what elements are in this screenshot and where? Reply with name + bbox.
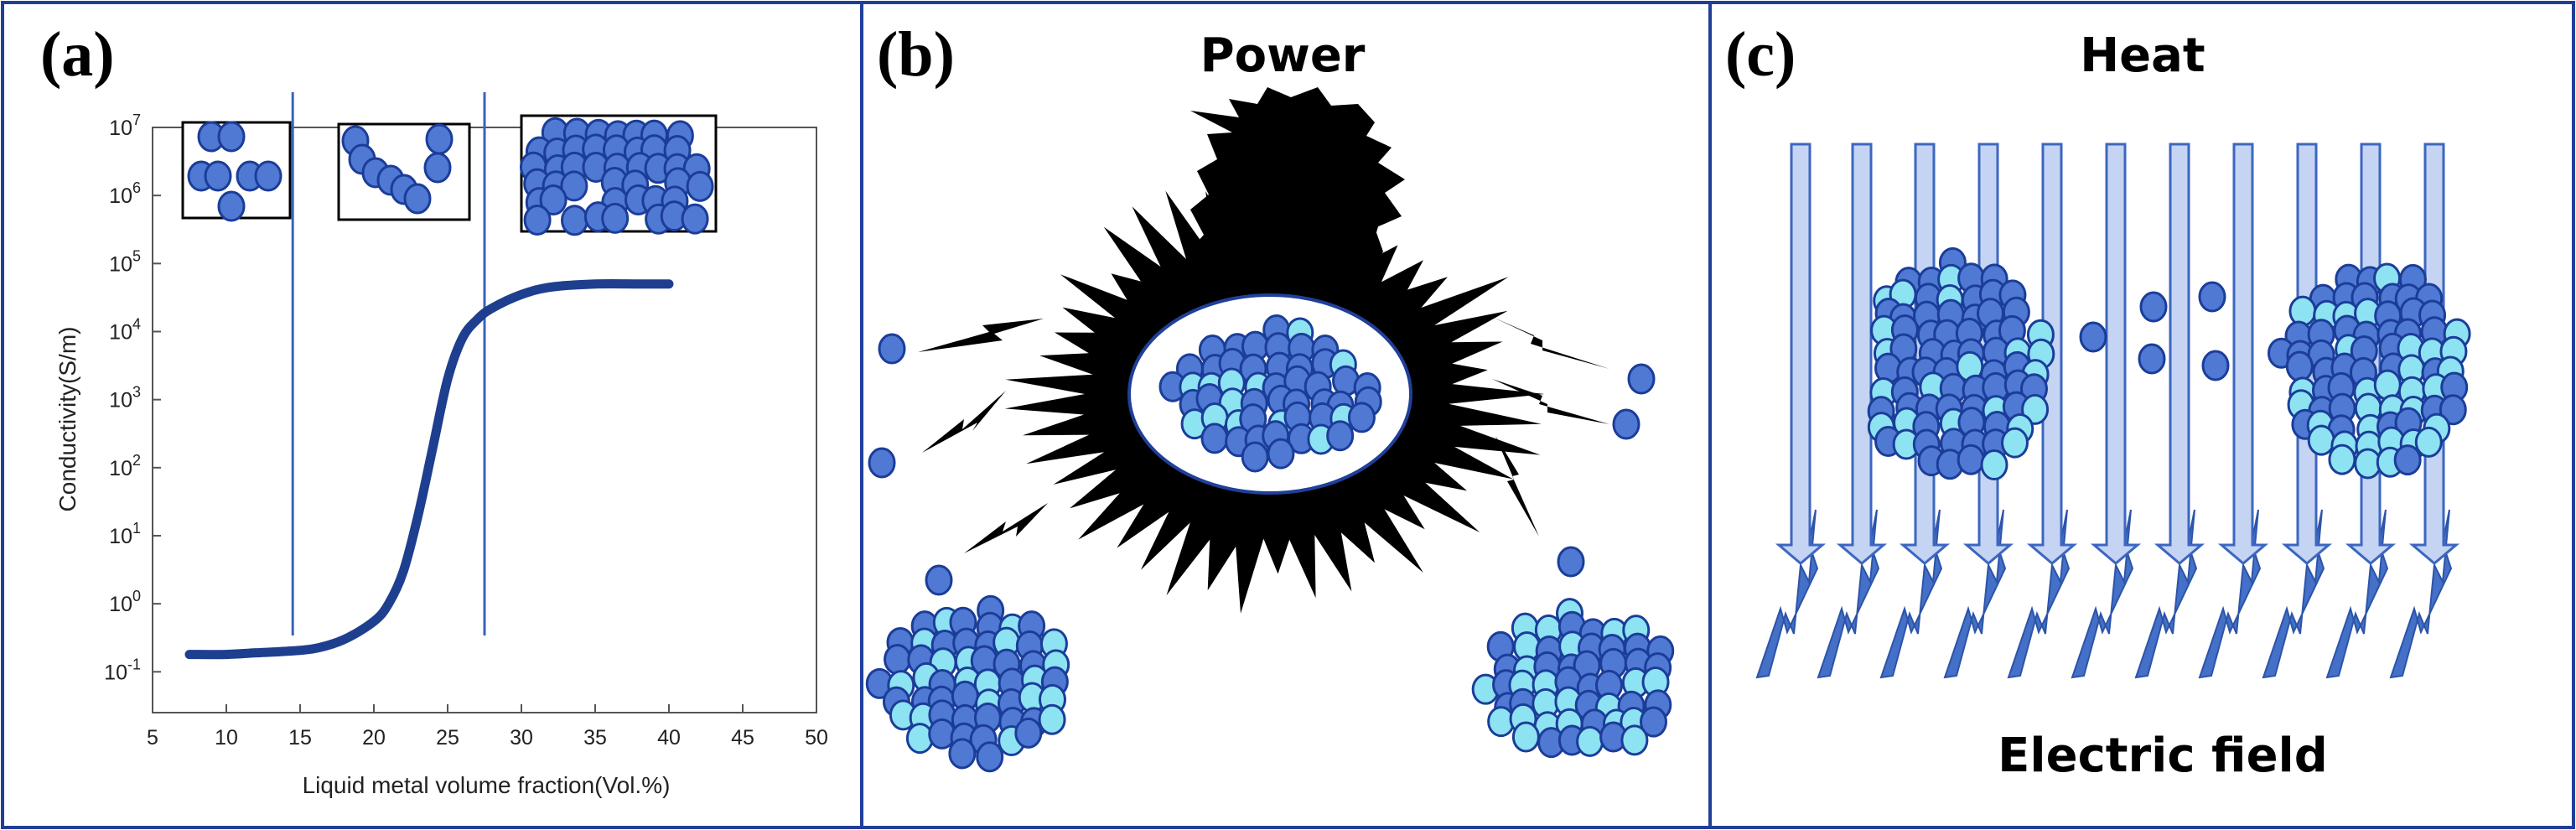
y-tick-label: 102 [109,452,141,480]
y-tick-base: 10 [109,457,132,480]
panel-c-border [1708,1,2575,829]
x-tick-label: 40 [657,726,681,750]
y-tick-base: 10 [109,593,132,616]
droplet-light [1980,449,2008,481]
heat-arrow [2220,143,2267,565]
y-tick-exponent: 3 [132,384,141,401]
y-tick-base: 10 [109,525,132,548]
x-tick-label: 5 [147,726,158,750]
y-tick-label: 101 [109,520,141,548]
droplet [1241,441,1269,473]
droplet-light [1620,724,1649,756]
y-tick-exponent: 5 [132,247,141,264]
heat-arrow [1777,143,1824,565]
y-tick-base: 10 [104,661,127,684]
droplet [1200,423,1229,454]
x-tick-label: 15 [288,726,312,750]
droplet [686,170,714,202]
y-tick-label: 105 [109,247,141,276]
inset-chains [337,122,471,221]
y-tick-exponent: 2 [132,452,141,469]
droplet-light [2288,295,2317,327]
x-axis-title: Liquid metal volume fraction(Vol.%) [303,772,671,798]
y-tick-base: 10 [109,389,132,412]
droplet [976,741,1004,773]
droplet [1326,420,1355,452]
droplet-light [2307,424,2335,456]
droplet [1267,438,1295,469]
scattered-droplets [2079,281,2230,381]
droplet [1347,402,1376,433]
x-axis-ticks: 5 10 15 20 25 30 35 40 45 50 [147,704,828,750]
droplet [884,644,912,676]
droplet-light [1038,703,1066,735]
droplet-cluster-left [1867,246,2055,481]
droplet-cluster-right [1471,598,1675,759]
y-axis-title: Conductivity(S/m) [54,327,80,512]
inset-dispersed [181,121,292,222]
x-tick-label: 20 [362,726,386,750]
droplet-light [1576,725,1604,757]
y-tick-exponent: 6 [132,179,141,196]
y-tick-exponent: 7 [132,112,141,128]
panel-a-label: (a) [40,19,115,90]
x-tick-label: 45 [731,726,754,750]
droplet [1014,717,1043,749]
panel-b: (b) Power [865,19,1675,773]
y-tick-label: 104 [109,315,141,344]
panel-b-label: (b) [877,19,955,90]
x-tick-label: 35 [583,726,607,750]
droplet [561,205,589,236]
droplet [681,203,709,235]
y-tick-exponent: -1 [127,656,141,672]
y-tick-exponent: 0 [132,588,141,604]
y-tick-base: 10 [109,184,132,208]
y-tick-base: 10 [109,117,132,140]
droplet-light [2328,444,2356,475]
y-tick-label: 100 [109,588,141,616]
x-tick-label: 30 [510,726,533,750]
droplet [2393,444,2422,476]
droplet-cluster-left [865,594,1070,773]
x-tick-label: 25 [436,726,459,750]
spark-bolts [918,317,1609,553]
x-tick-label: 10 [215,726,238,750]
droplet-light [1511,721,1540,753]
droplet [523,205,552,236]
droplet [1957,444,1985,475]
y-tick-label: 107 [109,112,141,140]
y-tick-exponent: 4 [132,315,141,332]
droplet [601,202,630,234]
x-tick-label: 50 [805,726,828,750]
y-tick-base: 10 [109,252,132,276]
y-tick-exponent: 1 [132,520,141,537]
y-tick-base: 10 [109,320,132,344]
y-tick-label: 103 [109,384,141,412]
panel-c: (c) Heat Electric field [1725,19,2471,783]
droplet [2285,350,2314,382]
panel-c-caption: Electric field [1998,729,2328,783]
panel-b-title: Power [1200,29,1366,83]
panel-c-label: (c) [1725,19,1796,90]
y-tick-label: 10-1 [104,656,141,684]
droplet-light [2414,426,2443,458]
droplet [948,738,977,770]
droplet-light [2000,427,2029,459]
y-tick-label: 106 [109,179,141,208]
heat-arrow [2092,143,2139,565]
conductivity-curve [184,278,674,660]
inset-network [519,114,718,236]
panel-c-title: Heat [2080,29,2205,83]
